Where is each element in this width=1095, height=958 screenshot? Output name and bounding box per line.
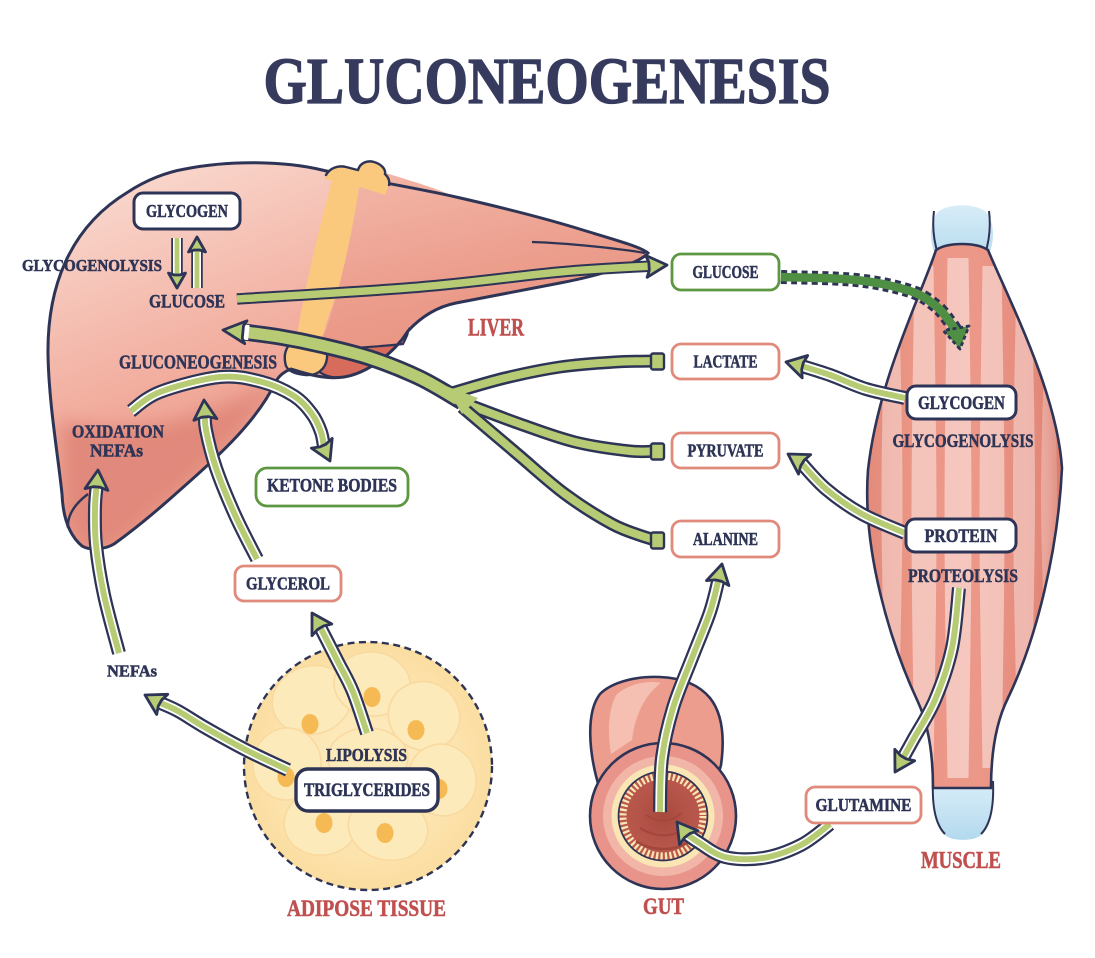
svg-text:GLYCOGEN: GLYCOGEN	[146, 201, 228, 221]
svg-text:LACTATE: LACTATE	[694, 351, 758, 371]
svg-text:LIPOLYSIS: LIPOLYSIS	[326, 745, 407, 765]
svg-text:GLUCONEOGENESIS: GLUCONEOGENESIS	[264, 45, 831, 118]
svg-text:PROTEIN: PROTEIN	[925, 526, 998, 547]
svg-text:OXIDATION: OXIDATION	[72, 422, 164, 442]
svg-text:GLYCEROL: GLYCEROL	[246, 573, 330, 593]
svg-text:PYRUVATE: PYRUVATE	[688, 440, 764, 460]
svg-text:GLYCOGENOLYSIS: GLYCOGENOLYSIS	[22, 256, 162, 275]
svg-text:KETONE BODIES: KETONE BODIES	[267, 476, 397, 497]
svg-text:ALANINE: ALANINE	[693, 529, 758, 549]
svg-text:ADIPOSE TISSUE: ADIPOSE TISSUE	[287, 896, 446, 921]
svg-text:GLUCOSE: GLUCOSE	[149, 292, 225, 313]
svg-text:TRIGLYCERIDES: TRIGLYCERIDES	[304, 781, 430, 801]
svg-text:MUSCLE: MUSCLE	[921, 848, 1001, 874]
svg-text:GLUCOSE: GLUCOSE	[693, 262, 759, 282]
svg-text:GLYCOGENOLYSIS: GLYCOGENOLYSIS	[893, 431, 1034, 452]
svg-text:GLUTAMINE: GLUTAMINE	[816, 795, 912, 815]
svg-text:GLUCONEOGENESIS: GLUCONEOGENESIS	[119, 352, 277, 374]
svg-text:GUT: GUT	[643, 894, 684, 919]
svg-text:NEFAs: NEFAs	[90, 441, 143, 461]
svg-text:PROTEOLYSIS: PROTEOLYSIS	[908, 566, 1018, 587]
svg-text:NEFAs: NEFAs	[107, 662, 157, 681]
svg-text:LIVER: LIVER	[468, 315, 525, 342]
svg-text:GLYCOGEN: GLYCOGEN	[918, 393, 1005, 414]
